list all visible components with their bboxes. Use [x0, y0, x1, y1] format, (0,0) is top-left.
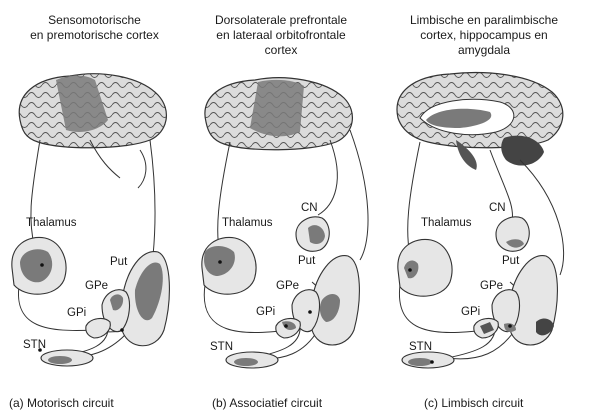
- panel-a-nuclei: [11, 236, 170, 367]
- panel-a-brain: [18, 73, 167, 189]
- panel-a-gpi-label: GPi: [67, 307, 87, 319]
- panel-b-thalamus-label: Thalamus: [222, 217, 273, 229]
- panel-a-thalamus-label: Thalamus: [26, 217, 77, 229]
- panel-a-put-label: Put: [110, 256, 128, 268]
- panel-b-nuclei: [201, 216, 360, 369]
- panel-b-cn-label: CN: [301, 202, 318, 214]
- panel-b-gpe-label: GPe: [276, 280, 300, 292]
- panel-c-thalamus-label: Thalamus: [421, 217, 472, 229]
- panel-a-gpe-label: GPe: [85, 280, 109, 292]
- panel-c-limbic-circuit: [396, 72, 565, 369]
- panel-b-associative-circuit: [201, 77, 369, 369]
- panel-c-title: Limbische en paralimbische cortex, hippo…: [409, 13, 559, 57]
- panel-a-caption: (a) Motorisch circuit: [9, 396, 114, 410]
- panel-b-brain: [204, 77, 353, 151]
- panel-c-brain: [396, 72, 564, 170]
- panel-c-stn-label: STN: [409, 341, 432, 353]
- panel-b-title: Dorsolaterale prefrontale en lateraal or…: [214, 13, 348, 57]
- panel-c-gpe-label: GPe: [480, 280, 504, 292]
- panel-b-put-label: Put: [298, 255, 316, 267]
- panel-a-stn-label: STN: [23, 339, 46, 351]
- panel-c-nuclei: [397, 216, 558, 369]
- panel-b-caption: (b) Associatief circuit: [212, 396, 323, 410]
- panel-b-stn-label: STN: [210, 341, 233, 353]
- panel-b-gpi-label: GPi: [256, 306, 276, 318]
- panel-c-cn-label: CN: [489, 202, 506, 214]
- panel-a-motor-circuit: [11, 73, 170, 367]
- panel-c-caption: (c) Limbisch circuit: [424, 396, 524, 410]
- panel-a-title: Sensomotorische en premotorische cortex: [30, 13, 159, 42]
- panel-c-gpi-label: GPi: [461, 306, 481, 318]
- panel-c-put-label: Put: [502, 255, 520, 267]
